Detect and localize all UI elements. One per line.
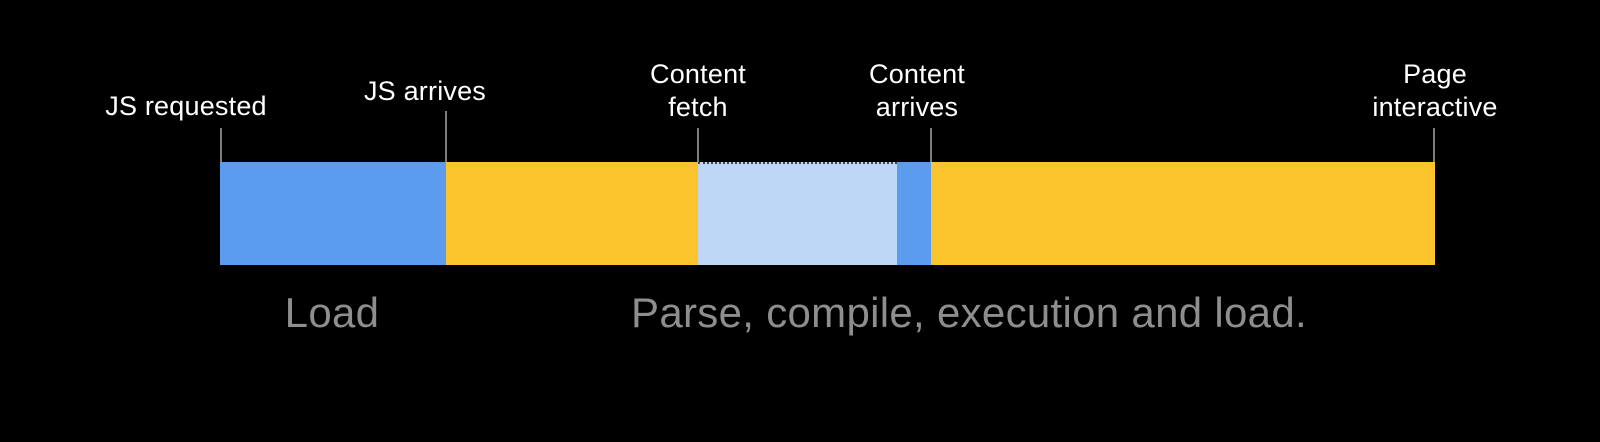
phase-label-parse-compile-execution-load: Parse, compile, execution and load. (631, 289, 1307, 336)
timeline-bar (220, 162, 1435, 265)
milestone-label-js-arrives: JS arrives (363, 76, 487, 106)
segment-js-download (220, 162, 446, 265)
segment-content-arrive (897, 162, 931, 265)
segment-execution-load (931, 162, 1435, 265)
tick-js-arrives (445, 111, 447, 162)
tick-js-requested (220, 128, 222, 162)
milestone-label-js-requested: JS requested (105, 91, 267, 121)
tick-content-arrives (930, 128, 932, 162)
tick-page-interactive (1433, 128, 1435, 162)
phase-label-load: Load (284, 289, 380, 336)
milestone-label-content-arrives: Content arrives (869, 59, 965, 122)
tick-content-fetch (697, 128, 699, 162)
segment-content-fetch (698, 162, 897, 265)
milestone-label-page-interactive: Page interactive (1372, 59, 1498, 122)
milestone-label-content-fetch: Content fetch (650, 59, 746, 122)
segment-parse-compile (446, 162, 698, 265)
